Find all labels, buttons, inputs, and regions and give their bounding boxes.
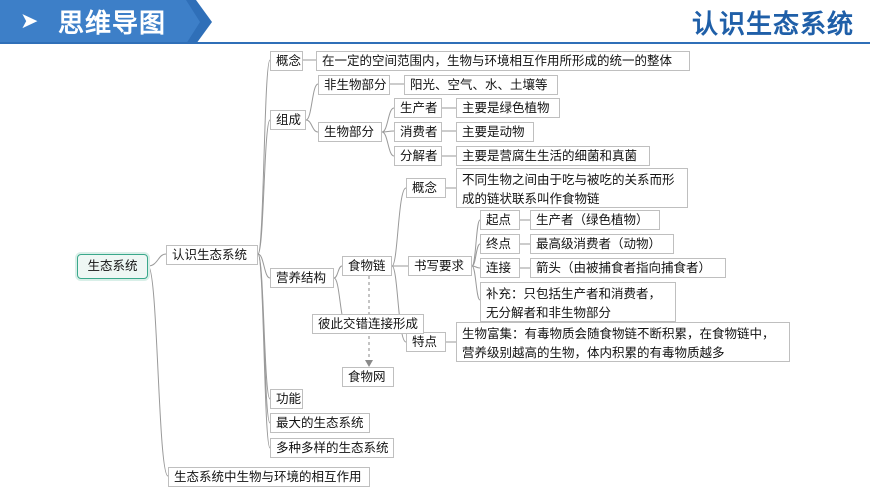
consumer-text: 主要是动物 xyxy=(456,122,534,142)
branch-organism-environment-interaction[interactable]: 生态系统中生物与环境的相互作用 xyxy=(168,467,370,487)
diverse-ecosystems-node[interactable]: 多种多样的生态系统 xyxy=(270,438,394,458)
end-point-text: 最高级消费者（动物） xyxy=(530,234,674,254)
producer-node[interactable]: 生产者 xyxy=(394,98,442,118)
producer-text: 主要是绿色植物 xyxy=(456,98,560,118)
concept-text: 在一定的空间范围内，生物与环境相互作用所形成的统一的整体 xyxy=(316,51,690,71)
header-title: 思维导图 xyxy=(58,9,167,39)
interlink-label: 彼此交错连接形成 xyxy=(312,314,424,334)
function-node[interactable]: 功能 xyxy=(270,389,303,409)
biomagnification-text: 生物富集：有毒物质会随食物链不断积累，在食物链中，营养级别越高的生物，体内积累的… xyxy=(456,322,790,362)
food-web-node[interactable]: 食物网 xyxy=(342,367,394,387)
writing-requirements-node[interactable]: 书写要求 xyxy=(408,256,472,276)
consumer-node[interactable]: 消费者 xyxy=(394,122,442,142)
connection-node[interactable]: 连接 xyxy=(480,258,520,278)
feature-node[interactable]: 特点 xyxy=(406,332,446,352)
concept-node[interactable]: 概念 xyxy=(270,51,303,71)
nutrition-structure-node[interactable]: 营养结构 xyxy=(270,268,334,288)
slide-header: ➤ 思维导图 认识生态系统 xyxy=(0,0,870,44)
abiotic-text: 阳光、空气、水、土壤等 xyxy=(404,75,558,95)
branch-recognize-ecosystem[interactable]: 认识生态系统 xyxy=(166,245,258,265)
root-node[interactable]: 生态系统 xyxy=(77,254,148,279)
header-banner xyxy=(0,0,212,44)
start-point-node[interactable]: 起点 xyxy=(480,210,520,230)
decomposer-node[interactable]: 分解者 xyxy=(394,146,442,166)
biotic-node[interactable]: 生物部分 xyxy=(318,122,382,142)
supplement-text: 补充：只包括生产者和消费者，无分解者和非生物部分 xyxy=(480,282,676,322)
start-point-text: 生产者（绿色植物） xyxy=(530,210,660,230)
end-point-node[interactable]: 终点 xyxy=(480,234,520,254)
decomposer-text: 主要是营腐生生活的细菌和真菌 xyxy=(456,146,650,166)
food-chain-concept-text: 不同生物之间由于吃与被吃的关系而形成的链状联系叫作食物链 xyxy=(456,168,688,208)
largest-ecosystem-node[interactable]: 最大的生态系统 xyxy=(270,413,370,433)
connection-text: 箭头（由被捕食者指向捕食者） xyxy=(530,258,726,278)
chevron-right-icon: ➤ xyxy=(20,9,39,34)
food-chain-concept-node[interactable]: 概念 xyxy=(406,178,446,198)
composition-node[interactable]: 组成 xyxy=(270,110,306,130)
header-divider xyxy=(0,42,870,44)
abiotic-node[interactable]: 非生物部分 xyxy=(318,75,390,95)
food-chain-node[interactable]: 食物链 xyxy=(342,256,392,276)
slide-topic-title: 认识生态系统 xyxy=(691,10,854,40)
